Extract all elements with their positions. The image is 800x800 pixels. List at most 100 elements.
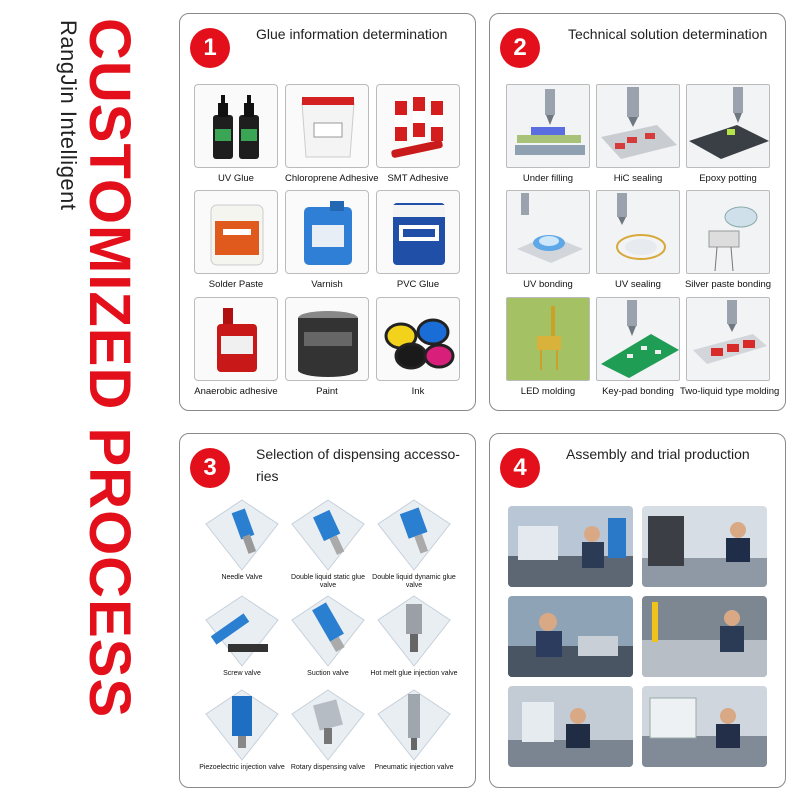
panel-assembly-trial: 4 Assembly and trial production xyxy=(489,433,786,788)
syringes-image xyxy=(376,84,460,168)
product-label: PVC Glue xyxy=(396,279,440,290)
solution-label: LED molding xyxy=(520,386,576,397)
paint-can-image xyxy=(285,297,369,381)
hic-sealing-diagram xyxy=(596,84,680,168)
panel-technical-solution: 2 Technical solution determination Under… xyxy=(489,13,786,411)
epoxy-potting-diagram xyxy=(686,84,770,168)
valve-label: Suction valve xyxy=(307,670,349,677)
panel-title: Glue information determination xyxy=(256,26,448,42)
solution-label: HiC sealing xyxy=(613,173,663,184)
piezoelectric-valve-image xyxy=(198,688,286,762)
step-badge: 1 xyxy=(190,28,230,68)
hot-melt-valve-image xyxy=(370,594,458,668)
assembly-photo xyxy=(508,596,633,677)
led-molding-diagram xyxy=(506,297,590,381)
valve-label: Rotary dispensing valve xyxy=(290,764,366,771)
product-pvc-glue: PVC Glue xyxy=(376,190,460,290)
valve-label: Double liquid static glue valve xyxy=(291,574,365,589)
two-liquid-diagram xyxy=(686,297,770,381)
panel-glue-information: 1 Glue information determination UV Glue… xyxy=(179,13,476,411)
valve-label: Double liquid dynamic glue valve xyxy=(372,574,456,589)
side-subtitle: RangJin Intelligent xyxy=(56,20,81,211)
product-label: Solder Paste xyxy=(208,279,264,290)
solution-led-molding: LED molding xyxy=(506,297,590,397)
ink-cans-image xyxy=(376,297,460,381)
valve-label: Piezoelectric injection valve xyxy=(199,764,285,771)
assembly-photo xyxy=(642,596,767,677)
product-anaerobic-adhesive: Anaerobic adhesive xyxy=(194,297,278,397)
assembly-photo xyxy=(508,686,633,767)
solution-two-liquid-molding: Two-liquid type molding xyxy=(680,297,779,397)
product-ink: Ink xyxy=(376,297,460,397)
product-chloroprene-adhesive: Chloroprene Adhesive xyxy=(285,84,379,184)
suction-valve-image xyxy=(284,594,372,668)
step-badge: 3 xyxy=(190,448,230,488)
solution-under-filling: Under filling xyxy=(506,84,590,184)
double-dynamic-valve-image xyxy=(370,498,458,572)
needle-valve-image xyxy=(198,498,286,572)
panel-title: Technical solution determination xyxy=(568,26,768,42)
product-label: UV Glue xyxy=(218,173,254,184)
solution-key-pad-bonding: Key-pad bonding xyxy=(596,297,680,397)
product-label: Anaerobic adhesive xyxy=(194,386,278,397)
step-badge: 2 xyxy=(500,28,540,68)
product-label: SMT Adhesive xyxy=(387,173,449,184)
bucket-image xyxy=(285,84,369,168)
solution-label: Two-liquid type molding xyxy=(680,386,780,397)
solution-epoxy-potting: Epoxy potting xyxy=(686,84,770,184)
uv-bonding-diagram xyxy=(506,190,590,274)
solution-label: Epoxy potting xyxy=(699,173,757,184)
product-smt-adhesive: SMT Adhesive xyxy=(376,84,460,184)
pneumatic-valve-image xyxy=(370,688,458,762)
product-label: Ink xyxy=(411,386,425,397)
uv-glue-image xyxy=(194,84,278,168)
solution-uv-sealing: UV sealing xyxy=(596,190,680,290)
silver-paste-diagram xyxy=(686,190,770,274)
solution-label: Silver paste bonding xyxy=(684,279,772,290)
solution-label: Key-pad bonding xyxy=(602,386,674,397)
step-badge: 4 xyxy=(500,448,540,488)
solution-uv-bonding: UV bonding xyxy=(506,190,590,290)
screw-valve-image xyxy=(198,594,286,668)
valve-double-dynamic: Double liquid dynamic glue valve xyxy=(370,498,458,590)
product-uv-glue: UV Glue xyxy=(194,84,278,184)
valve-label: Needle Valve xyxy=(221,574,263,581)
valve-suction: Suction valve xyxy=(284,594,372,678)
solution-label: Under filling xyxy=(522,173,574,184)
product-label: Varnish xyxy=(311,279,343,290)
panel-dispensing-accessories: 3 Selection of dispensing accesso-ries N… xyxy=(179,433,476,788)
valve-pneumatic: Pneumatic injection valve xyxy=(370,688,458,772)
panel-title: Selection of dispensing accesso-ries xyxy=(256,446,460,484)
assembly-photo xyxy=(508,506,633,587)
valve-label: Screw valve xyxy=(223,670,261,677)
varnish-can-image xyxy=(285,190,369,274)
rotary-valve-image xyxy=(284,688,372,762)
key-pad-diagram xyxy=(596,297,680,381)
valve-label: Pneumatic injection valve xyxy=(374,764,454,771)
under-filling-diagram xyxy=(506,84,590,168)
uv-sealing-diagram xyxy=(596,190,680,274)
solution-hic-sealing: HiC sealing xyxy=(596,84,680,184)
solder-jar-image xyxy=(194,190,278,274)
valve-rotary: Rotary dispensing valve xyxy=(284,688,372,772)
side-title: CUSTOMIZED PROCESS xyxy=(77,18,142,719)
product-label: Paint xyxy=(316,386,338,397)
anaerobic-bottle-image xyxy=(194,297,278,381)
panel-title: Assembly and trial production xyxy=(566,446,750,462)
valve-screw: Screw valve xyxy=(198,594,286,678)
assembly-photo xyxy=(642,506,767,587)
solution-silver-paste-bonding: Silver paste bonding xyxy=(685,190,771,290)
solution-label: UV bonding xyxy=(523,279,573,290)
valve-needle: Needle Valve xyxy=(198,498,286,582)
product-label: Chloroprene Adhesive xyxy=(285,173,379,184)
product-solder-paste: Solder Paste xyxy=(194,190,278,290)
pvc-can-image xyxy=(376,190,460,274)
solution-label: UV sealing xyxy=(615,279,661,290)
valve-piezoelectric: Piezoelectric injection valve xyxy=(198,688,286,772)
valve-label: Hot melt glue injection valve xyxy=(370,670,458,677)
product-paint: Paint xyxy=(285,297,369,397)
valve-double-static: Double liquid static glue valve xyxy=(284,498,372,590)
double-static-valve-image xyxy=(284,498,372,572)
valve-hot-melt: Hot melt glue injection valve xyxy=(370,594,458,678)
product-varnish: Varnish xyxy=(285,190,369,290)
